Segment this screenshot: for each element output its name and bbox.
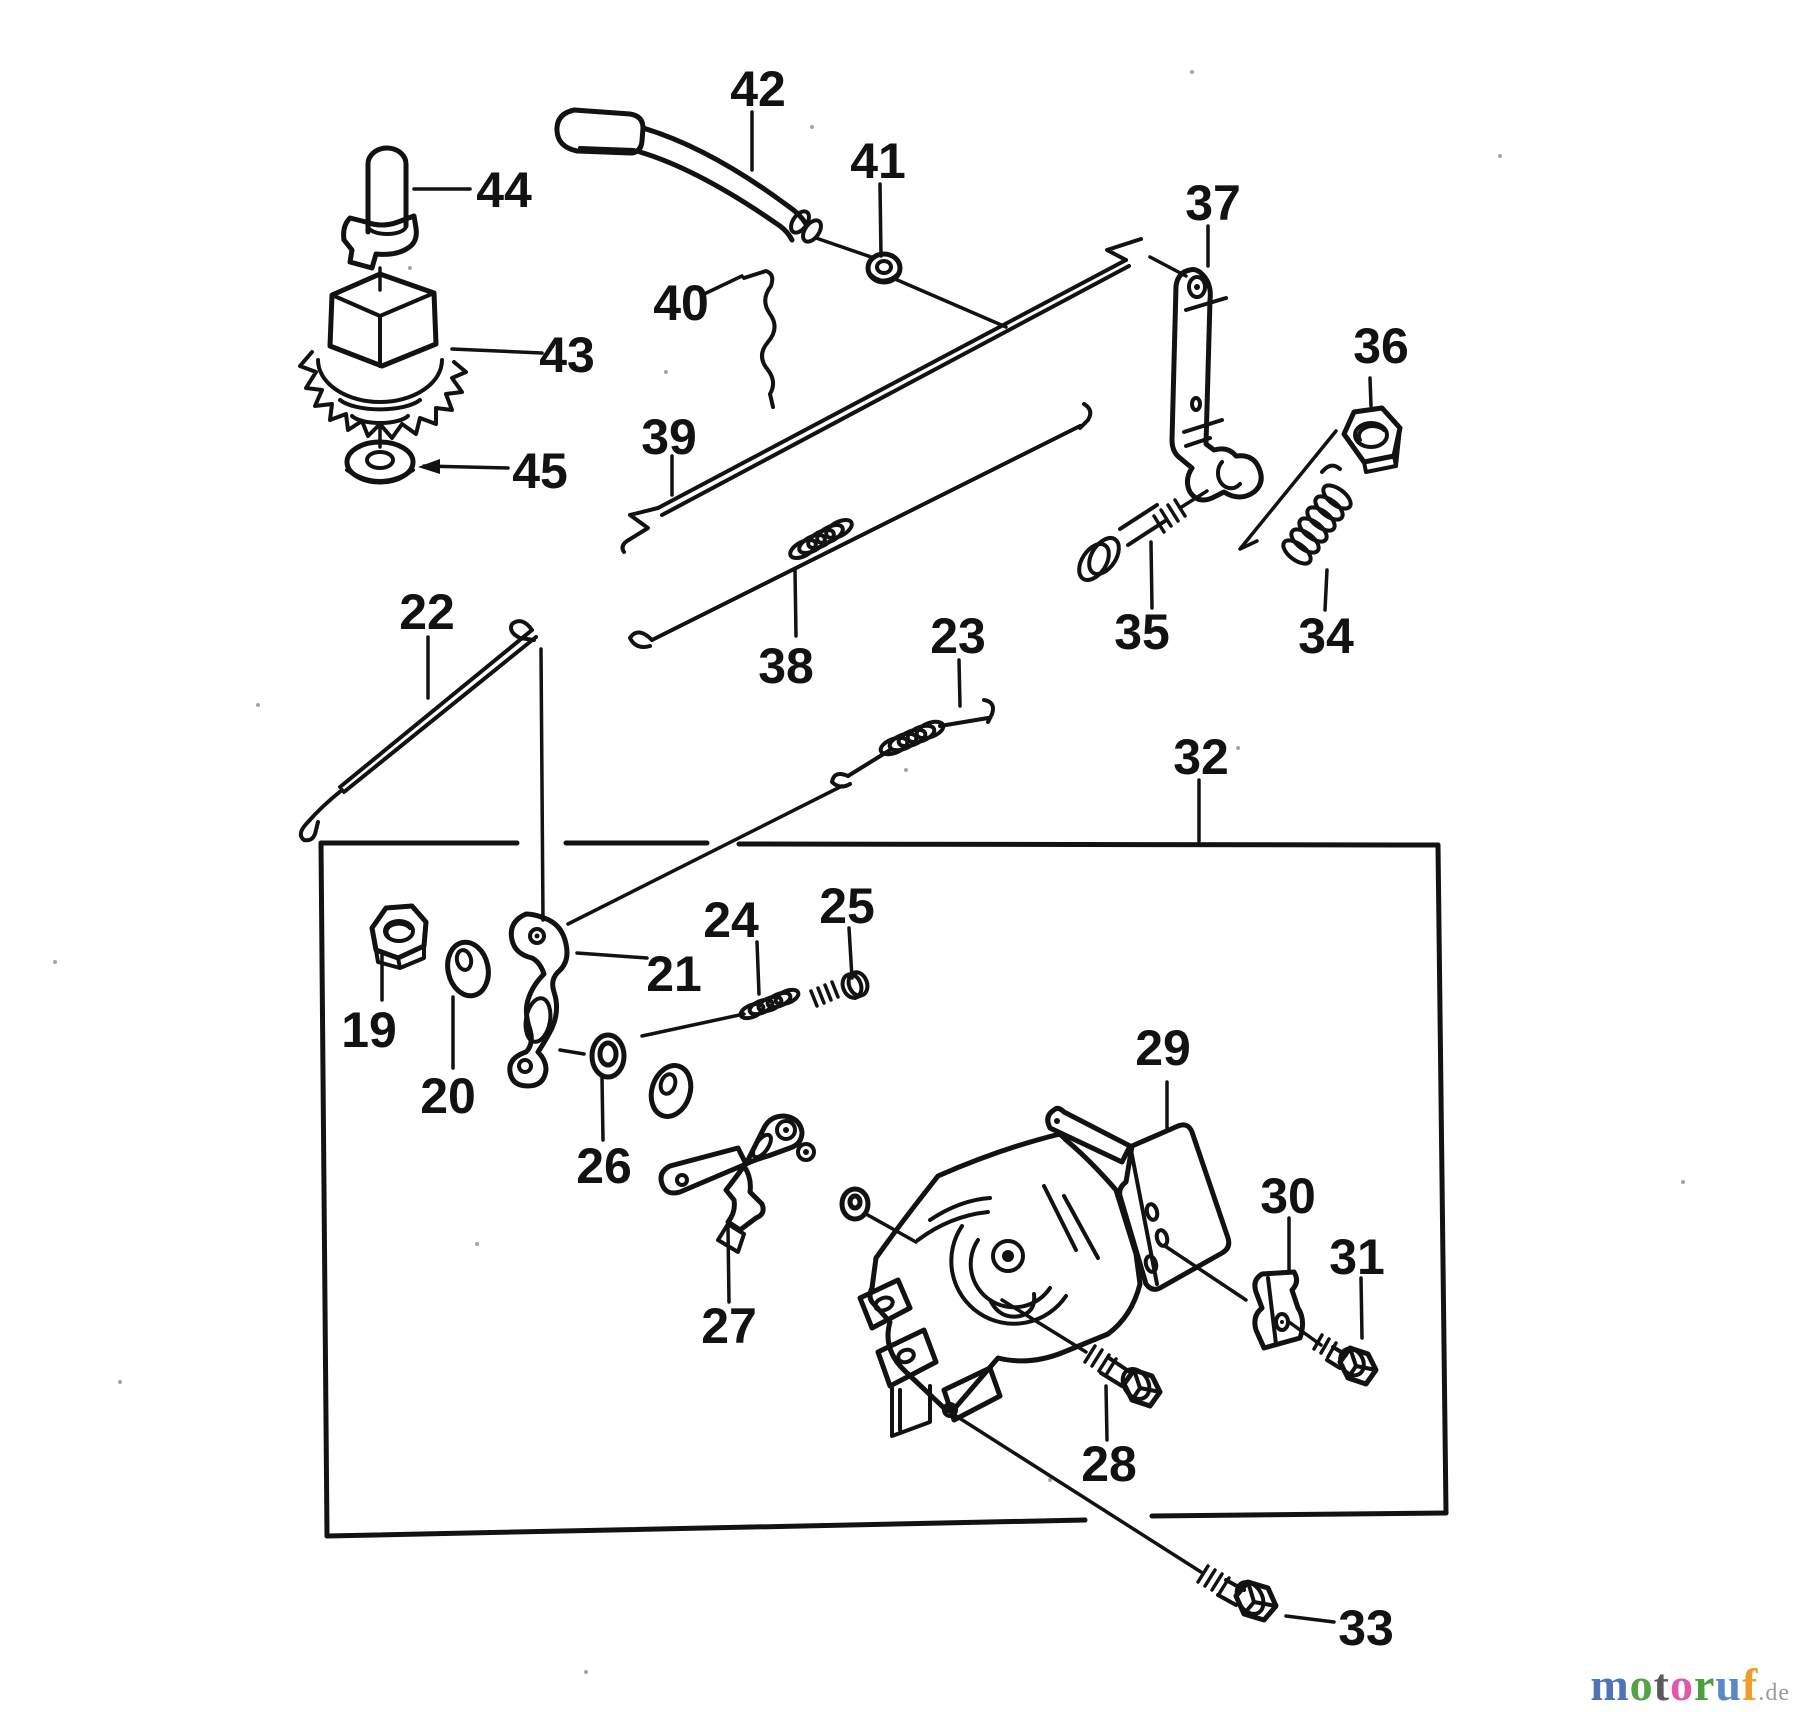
pointer-nut36-to-spring34	[1238, 429, 1338, 551]
part-label-27: 27	[701, 1298, 757, 1354]
leader-lines	[380, 110, 1373, 1624]
leader-27	[726, 1226, 731, 1304]
pointer-clip30-to-bolt31	[1287, 1320, 1323, 1347]
leader-38	[793, 568, 798, 638]
part-42-choke-rod	[554, 107, 876, 260]
washer-for-plate-29	[839, 1186, 918, 1244]
pointer-plate-to-bolt28	[1000, 1298, 1088, 1354]
part-24-spring	[640, 987, 801, 1038]
part-label-45: 45	[512, 443, 568, 499]
part-35-bolt	[1077, 489, 1209, 583]
part-45-washer	[344, 439, 416, 485]
part-26-washer	[589, 1032, 627, 1080]
part-label-44: 44	[476, 162, 532, 218]
logo-suffix: .de	[1758, 1680, 1790, 1706]
motoruf-logo: motoruf.de	[1590, 1662, 1790, 1708]
logo-letter: f	[1742, 1659, 1759, 1710]
part-label-22: 22	[399, 584, 455, 640]
part-label-34: 34	[1298, 608, 1354, 664]
leader-31	[1359, 1276, 1364, 1340]
logo-letter: t	[1653, 1659, 1670, 1710]
leader-34	[1323, 568, 1329, 612]
leader-43	[450, 347, 544, 355]
part-label-35: 35	[1114, 604, 1170, 660]
washer-between-26-and-27	[648, 1063, 694, 1119]
part-23-tension-spring	[566, 698, 995, 926]
part-22-control-rod	[298, 619, 545, 922]
part-label-37: 37	[1185, 175, 1241, 231]
part-40-wire-clip	[742, 269, 777, 409]
part-28-flange-bolt	[1083, 1344, 1163, 1409]
leader-45-arrowhead	[418, 459, 440, 474]
lever21-washer26-dash	[558, 1048, 586, 1056]
part-label-42: 42	[730, 61, 786, 117]
part-37-throttle-bracket	[1169, 267, 1264, 503]
part-44-governor-pin	[341, 145, 419, 292]
logo-letter: u	[1715, 1659, 1743, 1710]
leader-25	[847, 926, 854, 980]
part-label-28: 28	[1081, 1436, 1137, 1492]
part-31-flange-bolt	[1312, 1333, 1379, 1387]
part-label-41: 41	[850, 133, 906, 189]
leader-24	[755, 940, 761, 996]
part-label-32: 32	[1173, 729, 1229, 785]
leader-40	[700, 274, 744, 297]
part-41-grommet	[865, 251, 1008, 329]
logo-letter: r	[1694, 1659, 1716, 1710]
part-label-23: 23	[930, 608, 986, 664]
part-29-control-plate-assembly	[857, 1105, 1248, 1574]
part-19-hex-nut	[369, 903, 429, 970]
part-label-31: 31	[1329, 1229, 1385, 1285]
part-36-hex-nut	[1238, 405, 1403, 551]
logo-letter: o	[1670, 1659, 1694, 1710]
part-label-19: 19	[341, 1002, 397, 1058]
pointer-plate-to-clip30	[1163, 1244, 1248, 1302]
rod22-to-lever21-link-line	[539, 647, 545, 922]
part-label-33: 33	[1338, 1600, 1394, 1656]
pointer-bolt35-to-bracket37	[1178, 489, 1209, 510]
part-34-spring	[1281, 463, 1353, 566]
leader-36	[1368, 376, 1373, 408]
part-21-governor-lever	[507, 911, 586, 1089]
part-label-38: 38	[758, 638, 814, 694]
leader-28	[1104, 1384, 1109, 1442]
part-label-24: 24	[703, 892, 759, 948]
part-label-39: 39	[641, 409, 697, 465]
leader-35	[1149, 540, 1154, 610]
part-label-36: 36	[1353, 318, 1409, 374]
part-25-screw	[809, 970, 870, 1008]
part-43-governor-gear	[298, 271, 468, 449]
part-38-rod-with-spring	[628, 402, 1093, 649]
part-27-pivot-bracket	[658, 1113, 816, 1254]
part-label-26: 26	[576, 1138, 632, 1194]
assembly-boundary-box-32	[318, 840, 1449, 1539]
logo-letter: o	[1629, 1659, 1654, 1710]
leader-41	[878, 182, 883, 258]
logo-letter: m	[1590, 1659, 1630, 1710]
part-39-governor-rod	[620, 237, 1188, 554]
part-33-flange-bolt	[1196, 1564, 1279, 1623]
part-label-43: 43	[539, 327, 595, 383]
part-label-40: 40	[653, 275, 709, 331]
leader-33	[1284, 1614, 1336, 1624]
scan-noise-specks	[53, 70, 1685, 1674]
part-20-washer	[445, 939, 491, 999]
part-30-clamp-clip	[1252, 1269, 1323, 1351]
leader-26	[600, 1076, 605, 1142]
part-label-20: 20	[420, 1068, 476, 1124]
leader-21	[575, 951, 649, 960]
leader-23	[957, 658, 962, 708]
part-label-25: 25	[819, 878, 875, 934]
part-label-21: 21	[646, 946, 702, 1002]
part-label-29: 29	[1135, 1020, 1191, 1076]
pointer-plate-to-bolt33	[951, 1412, 1203, 1574]
part-label-30: 30	[1260, 1168, 1316, 1224]
